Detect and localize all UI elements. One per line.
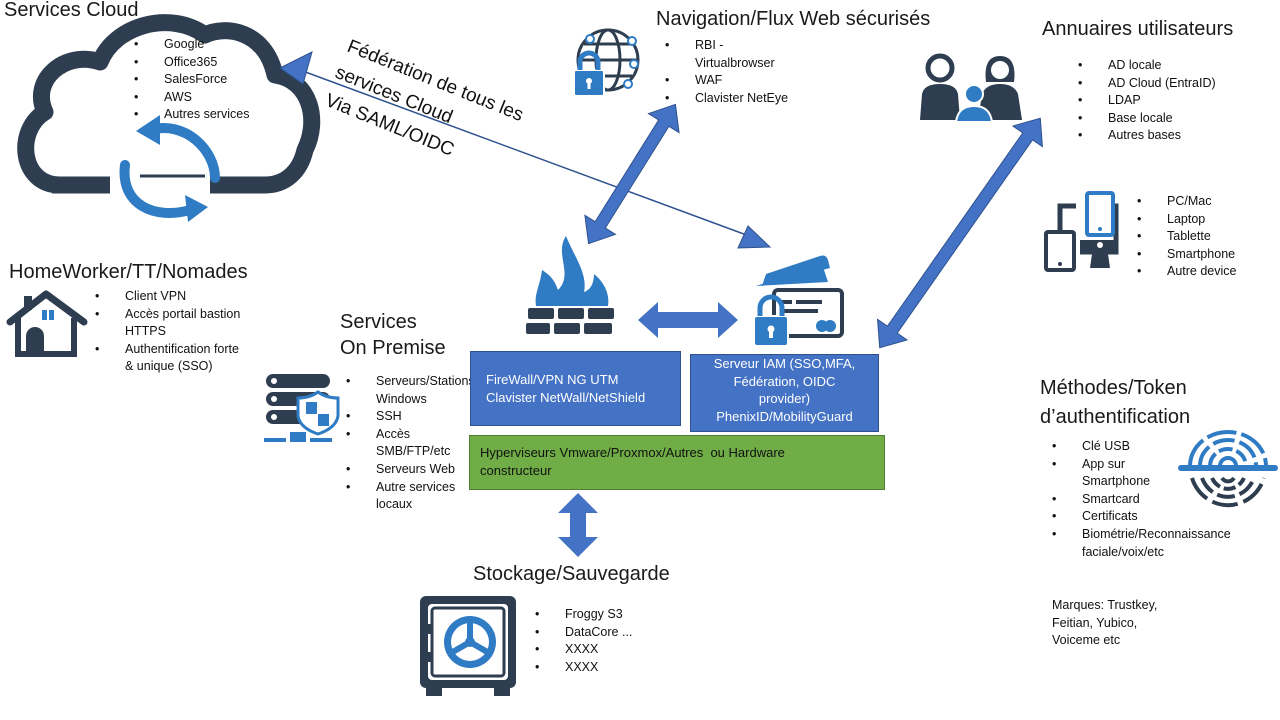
list-item: Clé USB [1052,438,1182,456]
list-item: Accès SMB/FTP/etc [346,426,464,461]
list-item: Biométrie/Reconnaissance faciale/voix/et… [1052,526,1231,561]
list-item: AWS [134,89,249,107]
list-item: XXXX [535,659,632,677]
iam-box: Serveur IAM (SSO,MFA, Fédération, OIDC p… [690,354,879,432]
list-item: Autres bases [1078,127,1216,145]
firewall-box-line2: Clavister NetWall/NetShield [486,389,646,405]
list-item: XXXX [535,641,632,659]
list-item: Froggy S3 [535,606,632,624]
list-item: Authentification forte & unique (SSO) [95,341,245,376]
firewall-box: FireWall/VPN NG UTM Clavister NetWall/Ne… [470,351,681,426]
list-item: RBI - Virtualbrowser [665,37,805,72]
list-item: Serveurs/Stations Windows [346,373,475,408]
auth-methods-list: Clé USB App sur Smartphone Smartcard Cer… [1052,438,1231,561]
firewall-icon [526,236,614,334]
list-item: Smartcard [1052,491,1182,509]
list-item: App sur Smartphone [1052,456,1182,491]
list-item: Base locale [1078,110,1216,128]
cloud-title: Services Cloud [4,0,139,21]
hypervisor-box-line2: constructeur [480,462,552,478]
list-item: PC/Mac [1137,193,1236,211]
list-item: Autre device [1137,263,1236,281]
firewall-box-line1: FireWall/VPN NG UTM [486,372,619,387]
homeworker-title: HomeWorker/TT/Nomades [9,261,248,283]
navigation-title: Navigation/Flux Web sécurisés [656,8,931,30]
auth-brands-line3: Voiceme etc [1052,633,1121,648]
list-item: Laptop [1137,211,1236,229]
iam-box-line3: provider) [758,391,811,406]
list-item: SSH [346,408,464,426]
hypervisor-box-line1: Hyperviseurs Vmware/Proxmox/Autres ou Ha… [480,445,785,460]
hypervisor-box: Hyperviseurs Vmware/Proxmox/Autres ou Ha… [469,435,885,490]
auth-methods-title-line2: d’authentification [1040,406,1191,428]
navigation-firewall-arrow [584,103,680,245]
onpremise-title: Services On Premise [340,309,446,361]
server-shield-icon [264,374,340,442]
auth-brands: Marques: Trustkey, Feitian, Yubico, Voic… [1052,597,1157,650]
auth-methods-title-line1: Méthodes/Token [1040,377,1187,399]
list-item: AD locale [1078,57,1216,75]
onpremise-title-line2: On Premise [340,337,446,359]
onpremise-title-line1: Services [340,311,417,333]
list-item: Office365 [134,54,249,72]
list-item: SalesForce [134,71,249,89]
iam-box-line2: Fédération, OIDC [733,373,836,389]
devices-icon [1044,191,1119,272]
list-item: Serveurs Web [346,461,464,479]
iam-box-line4: PhenixID/MobilityGuard [716,408,853,424]
onpremise-list: Serveurs/Stations Windows SSH Accès SMB/… [346,373,475,514]
list-item: Autres services [134,106,249,124]
directories-list: AD locale AD Cloud (EntraID) LDAP Base l… [1078,57,1216,145]
list-item: Clavister NetEye [665,90,805,108]
list-item: Autre services locaux [346,479,464,514]
card-lock-icon [753,255,844,347]
users-family-icon [920,53,1022,123]
list-item: AD Cloud (EntraID) [1078,75,1216,93]
list-item: Smartphone [1137,246,1236,264]
list-item: Certificats [1052,508,1182,526]
auth-brands-line1: Marques: Trustkey, [1052,598,1158,612]
list-item: Tablette [1137,228,1236,246]
cloud-services-list: Google Office365 SalesForce AWS Autres s… [134,36,249,124]
storage-list: Froggy S3 DataCore ... XXXX XXXX [535,606,632,676]
list-item: Accès portail bastion HTTPS [95,306,245,341]
house-icon [6,290,88,357]
safe-icon [420,596,516,696]
iam-directories-arrow [876,117,1044,349]
auth-brands-line2: Feitian, Yubico, [1052,615,1138,630]
list-item: DataCore ... [535,624,632,642]
list-item: LDAP [1078,92,1216,110]
iam-box-line1: Serveur IAM (SSO,MFA, [713,356,856,371]
firewall-iam-arrow [638,302,738,338]
homeworker-list: Client VPN Accès portail bastion HTTPS A… [95,288,245,376]
storage-title: Stockage/Sauvegarde [473,563,670,585]
globe-lock-icon [573,28,640,97]
directories-title: Annuaires utilisateurs [1042,18,1234,40]
list-item: WAF [665,72,805,90]
auth-methods-title: Méthodes/Token d’authentification [1040,374,1190,432]
navigation-list: RBI - Virtualbrowser WAF Clavister NetEy… [665,37,805,107]
list-item: Client VPN [95,288,245,306]
devices-list: PC/Mac Laptop Tablette Smartphone Autre … [1137,193,1236,281]
fingerprint-icon [1178,430,1278,508]
hypervisor-storage-arrow [558,493,598,557]
list-item: Google [134,36,249,54]
